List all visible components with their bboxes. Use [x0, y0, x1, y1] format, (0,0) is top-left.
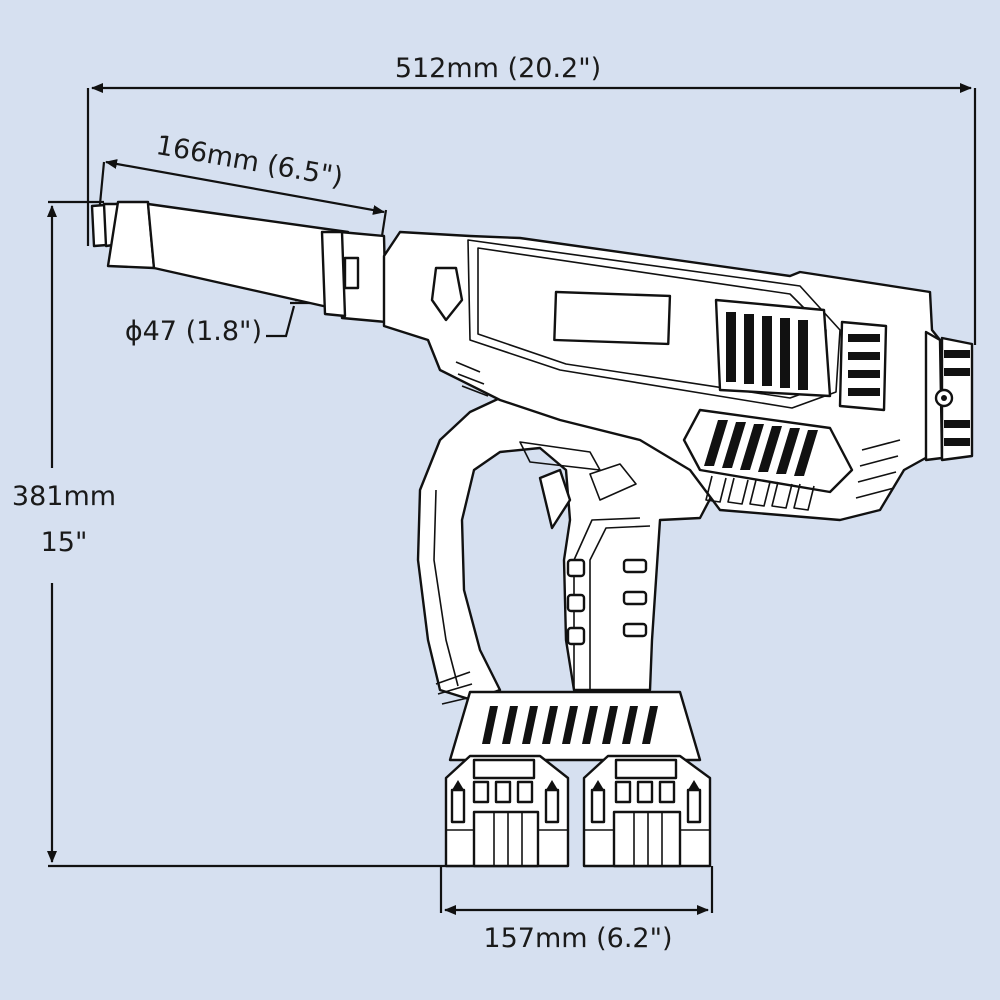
rivet-tool-illustration	[90, 200, 974, 868]
trigger	[538, 468, 572, 530]
lower-vents	[705, 475, 815, 511]
overall-length-label: 512mm (20.2")	[395, 53, 601, 84]
nose-diameter-label: ϕ47 (1.8")	[125, 316, 262, 347]
battery-mount	[448, 690, 702, 762]
nose-piece	[90, 200, 388, 324]
dimension-height	[47, 200, 470, 868]
height-mm-label: 381mm	[12, 481, 116, 512]
front-ribs	[455, 361, 489, 397]
mount-ribs	[482, 706, 658, 744]
vent-slots-rear	[848, 334, 880, 396]
dimension-battery-width	[439, 866, 714, 915]
height-in-label: 15"	[41, 527, 88, 558]
main-housing	[382, 230, 942, 522]
nose-length-label: 166mm (6.5")	[154, 130, 346, 193]
battery-width-label: 157mm (6.2")	[483, 923, 672, 954]
vent-slots-side	[704, 420, 818, 476]
battery-pack-left	[444, 754, 570, 868]
rear-cap	[924, 330, 974, 462]
battery-pack-right	[582, 754, 712, 868]
grip-ridges	[566, 558, 648, 646]
dimension-overall-length	[86, 83, 977, 345]
label-plate	[553, 290, 672, 346]
handle	[416, 396, 722, 705]
vent-slots-top	[726, 312, 808, 390]
